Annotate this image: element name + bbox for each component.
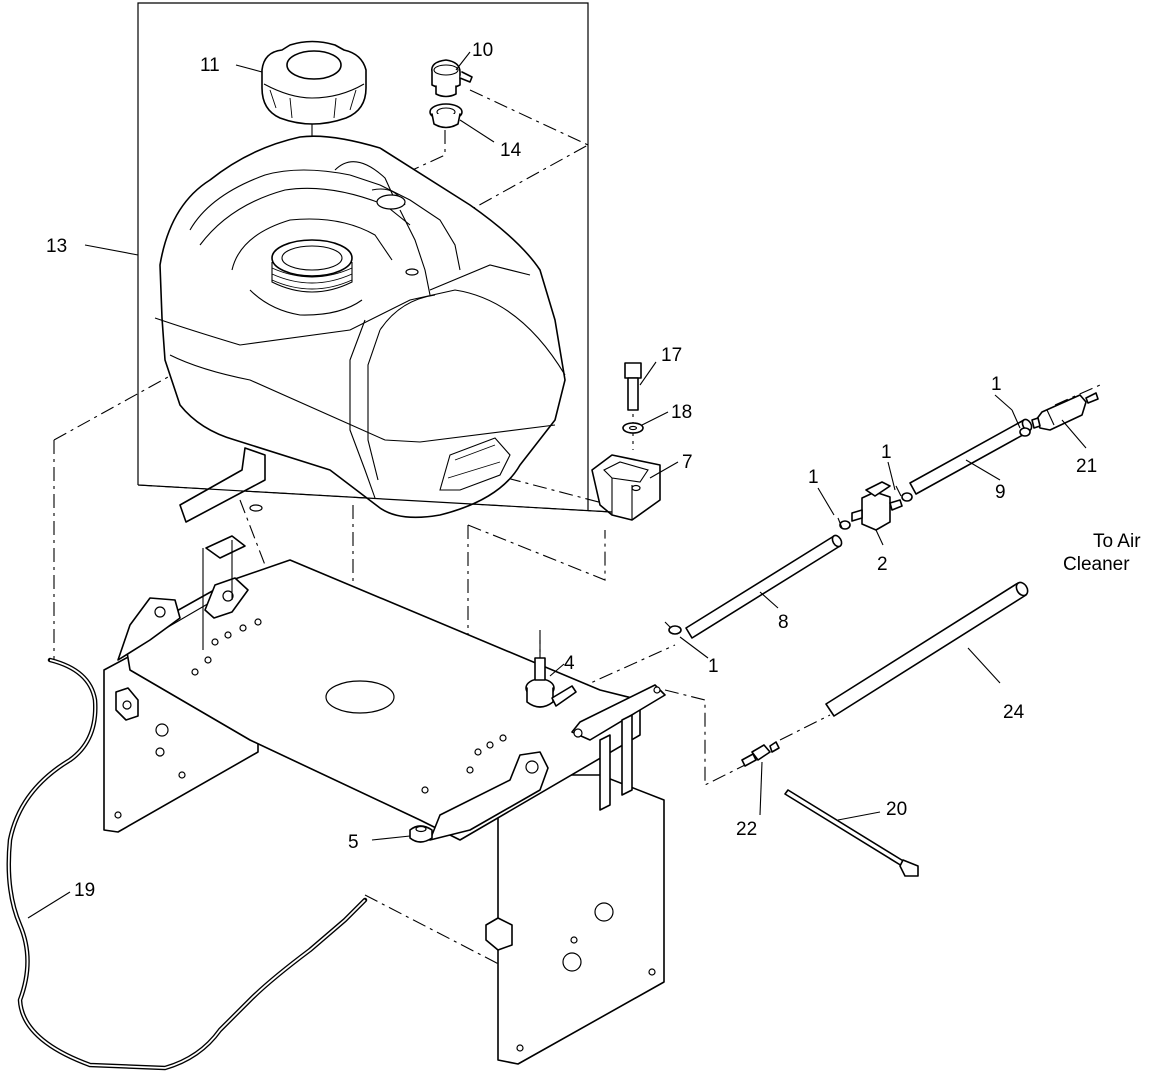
check-valve-fitting	[741, 741, 780, 767]
bushing	[429, 103, 463, 129]
callout-8: 8	[778, 612, 789, 633]
flange-nut	[409, 825, 433, 843]
fuel-cap	[261, 40, 367, 125]
callout-labels: 11 10 14 13 17 18 7 1 1 1 1 9 21 2 8 4 2…	[46, 40, 1097, 901]
cable-tie	[784, 789, 919, 877]
hose-clamp	[837, 517, 843, 529]
fuel-line-19	[6, 657, 368, 1071]
callout-14: 14	[500, 140, 522, 161]
fuel-tank	[154, 135, 566, 519]
hose-clamp	[895, 485, 902, 497]
callout-1-c: 1	[991, 374, 1002, 395]
callout-20: 20	[886, 799, 907, 820]
fuel-hose-9	[909, 418, 1033, 495]
callout-11: 11	[200, 55, 220, 76]
callout-2: 2	[877, 554, 888, 575]
callout-5: 5	[348, 832, 359, 853]
callout-13: 13	[46, 236, 67, 257]
callout-4: 4	[564, 653, 575, 674]
callout-1-b: 1	[881, 442, 892, 463]
callout-21: 21	[1076, 456, 1097, 477]
note-line-1: To Air	[1093, 531, 1141, 552]
callout-22: 22	[736, 819, 757, 840]
exploded-frame	[137, 2, 613, 513]
fuel-filter	[1031, 392, 1099, 431]
hose-clamp	[664, 621, 682, 635]
tank-spacer	[591, 454, 661, 521]
air-cleaner-note: To Air Cleaner	[1063, 531, 1141, 575]
callout-1-d: 1	[708, 656, 719, 677]
vent-fitting	[430, 59, 473, 98]
washer	[622, 422, 644, 434]
leader-lines	[27, 51, 1087, 919]
frame-plates	[103, 447, 666, 1065]
bolt	[624, 362, 642, 411]
callout-7: 7	[682, 452, 693, 473]
callout-18: 18	[671, 402, 692, 423]
note-line-2: Cleaner	[1063, 554, 1130, 575]
callout-24: 24	[1003, 702, 1025, 723]
fuel-outlet-fitting	[525, 640, 577, 708]
vent-hose-24	[825, 581, 1029, 717]
callout-1-a: 1	[808, 467, 819, 488]
fuel-shutoff-valve	[839, 481, 913, 531]
hose-clamp	[1011, 409, 1031, 437]
callout-19: 19	[74, 880, 95, 901]
callout-9: 9	[995, 482, 1006, 503]
fuel-hose-8	[685, 534, 843, 639]
callout-17: 17	[661, 345, 682, 366]
callout-10: 10	[472, 40, 493, 61]
